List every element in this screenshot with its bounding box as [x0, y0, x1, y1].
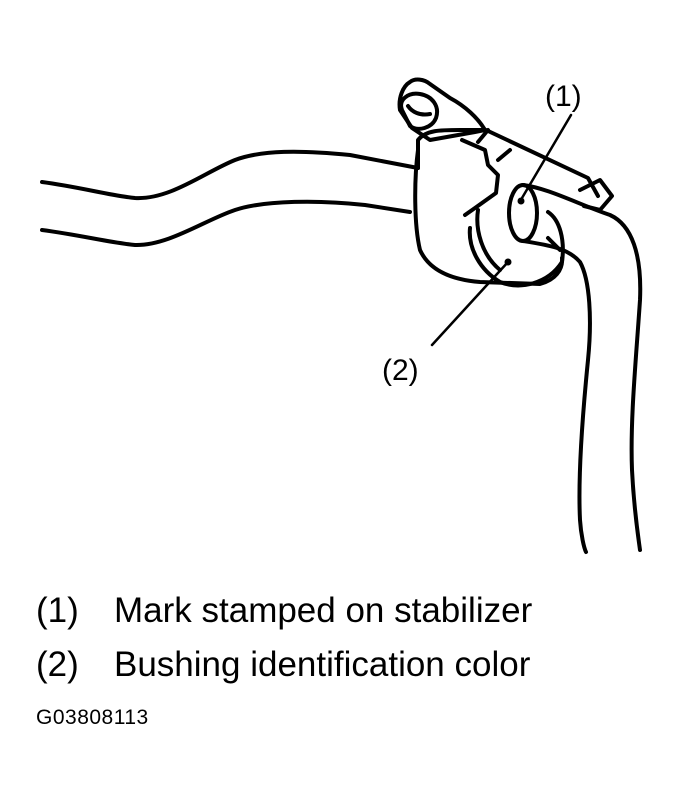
- legend-item: (2) Bushing identification color: [36, 638, 532, 692]
- callout-label-2: (2): [382, 354, 419, 387]
- stabilizer-bar-left-lower: [40, 199, 412, 248]
- leader-line-1: [520, 113, 573, 200]
- bushing-face: [467, 210, 565, 288]
- stabilizer-bar-end: [507, 183, 539, 243]
- legend-item: (1) Mark stamped on stabilizer: [36, 584, 532, 638]
- mark-dot-1: [517, 197, 525, 205]
- legend-item-number: (1): [36, 591, 79, 630]
- legend-item-description: Mark stamped on stabilizer: [114, 591, 533, 630]
- stabilizer-bar-right-lower: [521, 239, 592, 554]
- stabilizer-bar-right-upper: [521, 183, 643, 552]
- figure-code: G03808113: [36, 706, 149, 729]
- bracket-body: [416, 128, 600, 198]
- bracket-step: [460, 138, 500, 217]
- stabilizer-bushing-illustration: (1) (2): [40, 77, 643, 554]
- mark-dot-2: [504, 258, 512, 266]
- leader-line-2: [430, 260, 510, 347]
- stabilizer-bar-left-upper: [40, 149, 420, 201]
- legend: (1) Mark stamped on stabilizer (2) Bushi…: [36, 584, 532, 692]
- bushing-housing: [413, 148, 565, 286]
- legend-item-description: Bushing identification color: [114, 645, 531, 684]
- bracket-flange: [397, 77, 487, 142]
- bracket-bolt-head: [399, 91, 439, 131]
- legend-item-number: (2): [36, 645, 79, 684]
- callout-label-1: (1): [545, 80, 582, 113]
